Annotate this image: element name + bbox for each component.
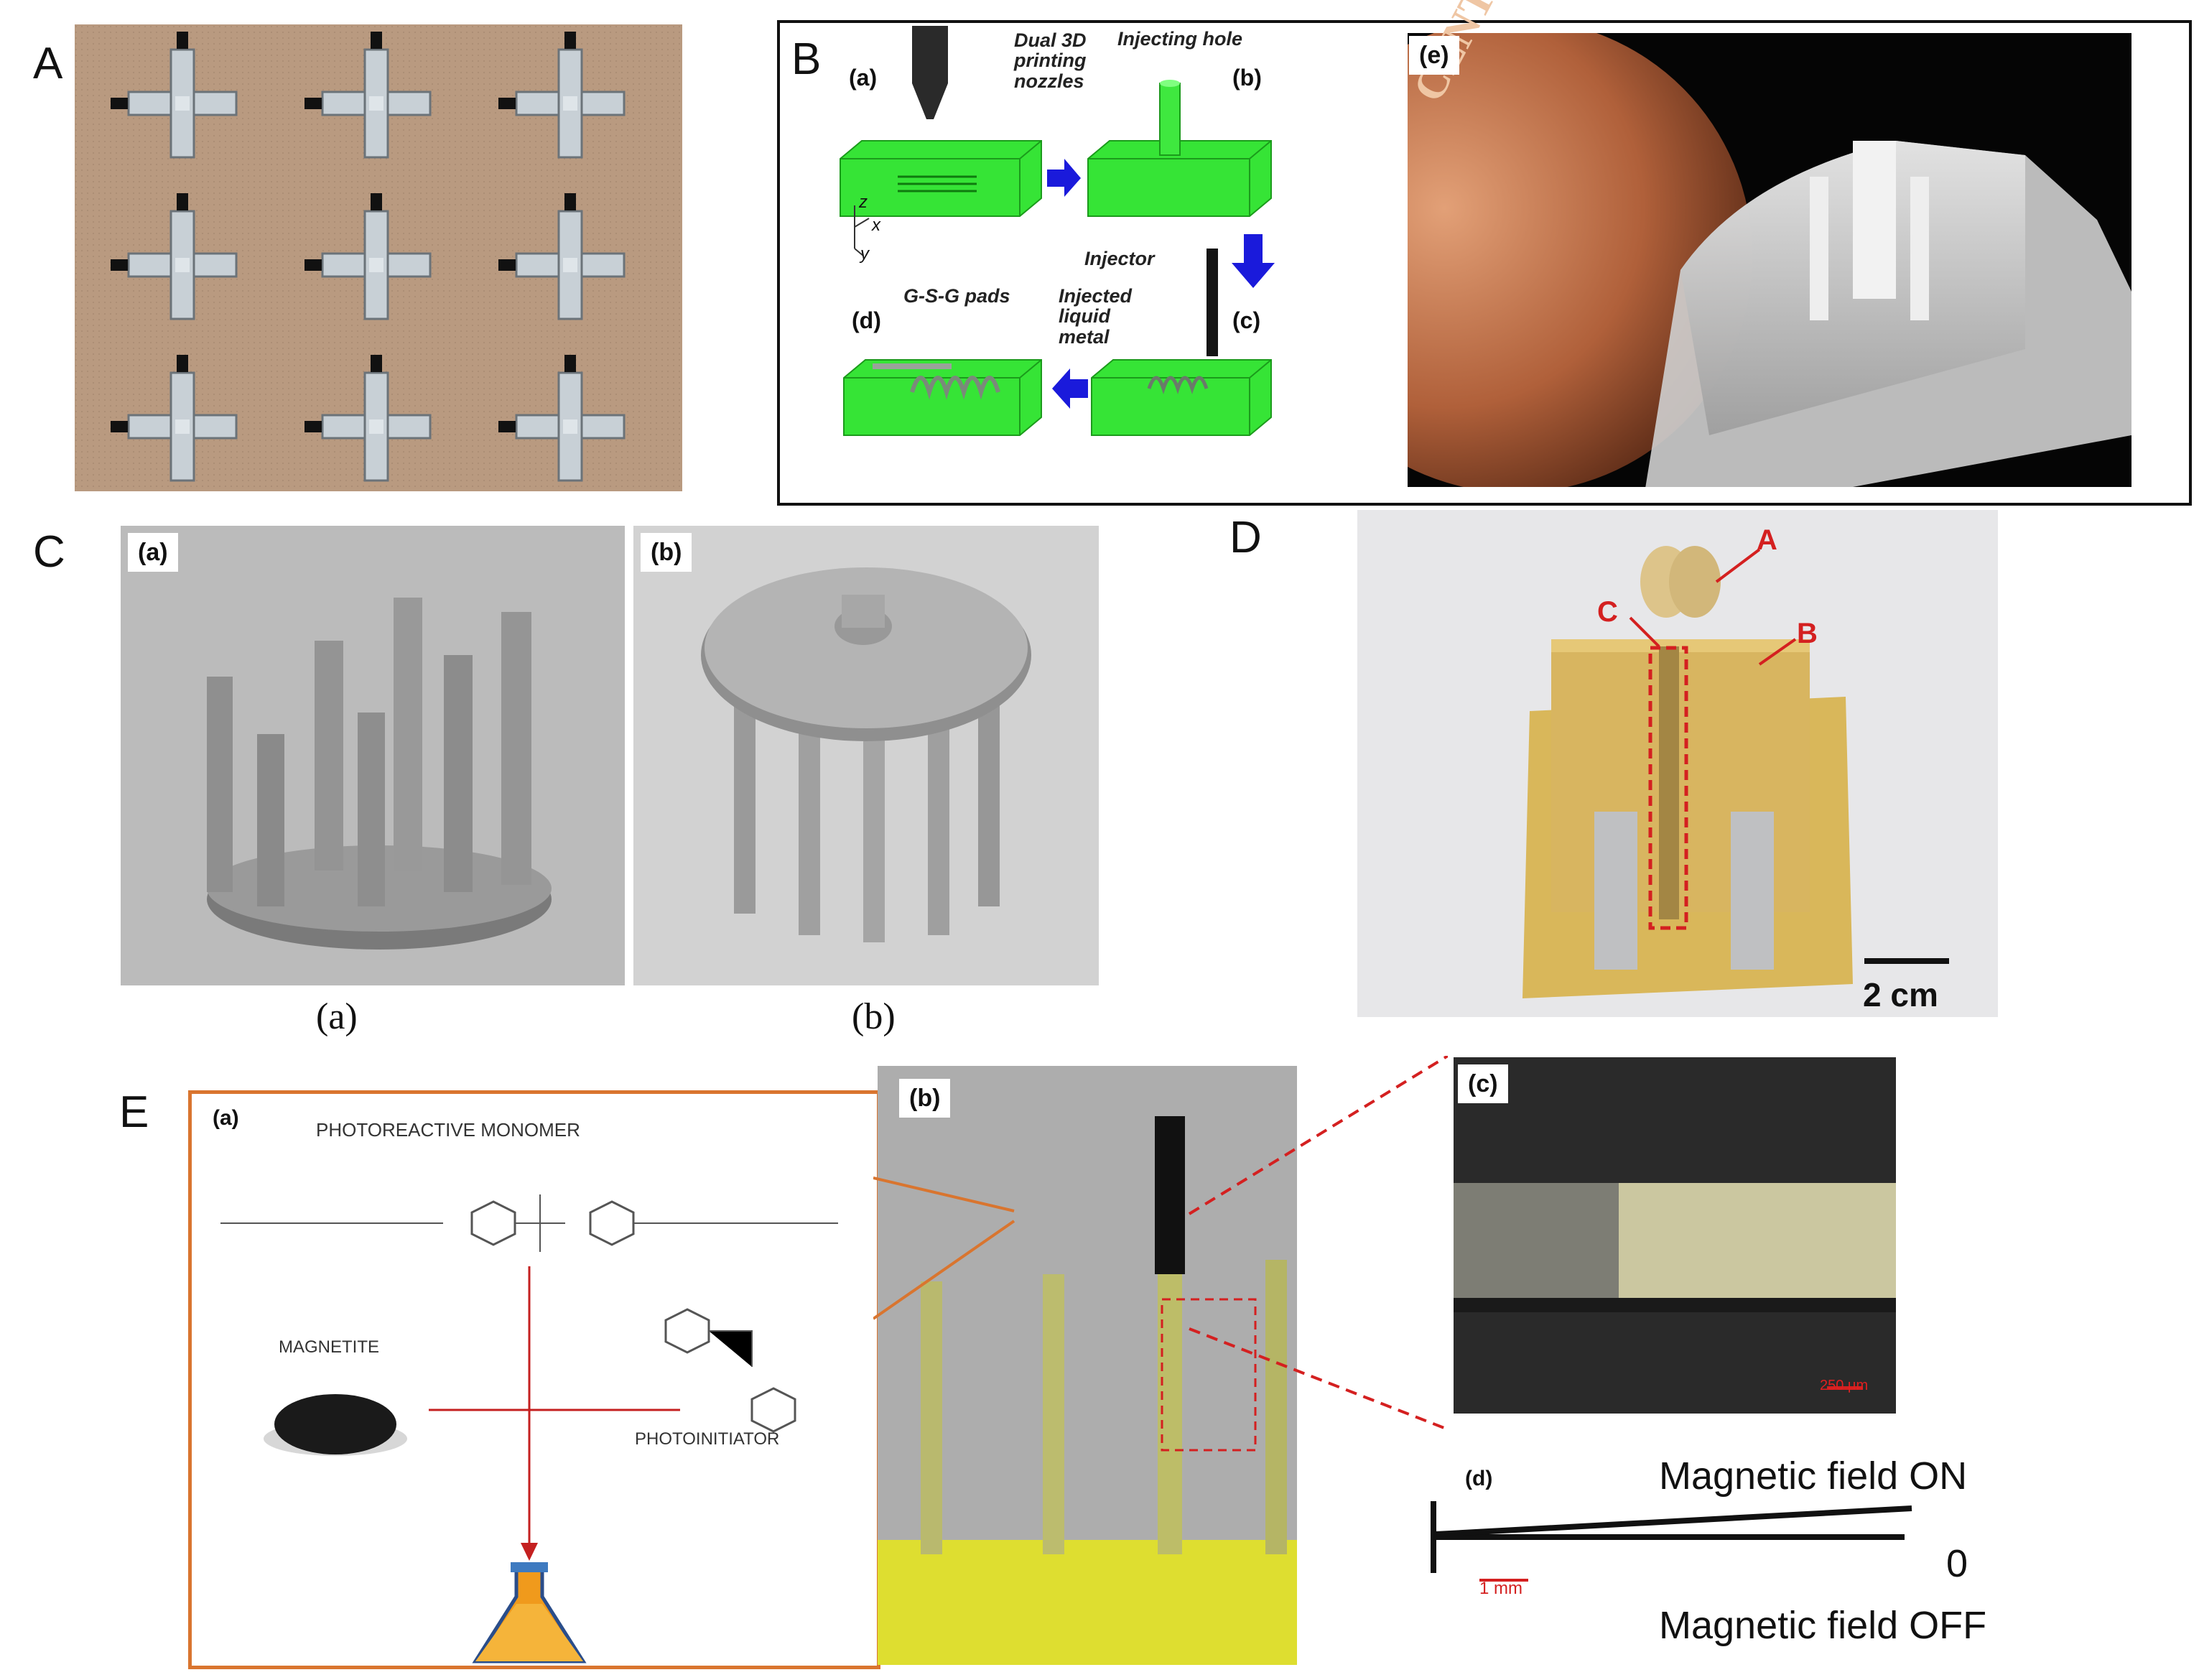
panel-c-a-tag: (a) (128, 533, 178, 572)
panel-b-frame (777, 20, 2192, 506)
panel-e-d-deflection-drawing (1431, 1501, 1912, 1582)
panel-c-caption-b: (b) (852, 996, 896, 1037)
label-zero-deflection: 0 (1946, 1542, 1968, 1585)
panel-e-c-photo-micrograph (1454, 1057, 1896, 1414)
panel-b-sub-c: (c) (1232, 307, 1261, 333)
panel-d-photo-gold-device (1357, 510, 1998, 1017)
panel-e-c-tag: (c) (1458, 1064, 1508, 1103)
panel-c-caption-a: (a) (316, 996, 358, 1037)
label-magnetic-field-on: Magnetic field ON (1659, 1454, 1968, 1498)
marker-a: A (1757, 524, 1777, 556)
label-injecting-hole: Injecting hole (1117, 28, 1243, 50)
axis-x-label: x (872, 215, 880, 235)
panel-b-sub-a: (a) (849, 65, 878, 91)
axis-y-label: y (860, 244, 869, 264)
marker-c: C (1597, 596, 1618, 628)
panel-b-schematic (833, 26, 1278, 486)
panel-d-scale-label: 2 cm (1863, 976, 1938, 1013)
label-magnetite: MAGNETITE (279, 1337, 380, 1357)
marker-b: B (1797, 618, 1818, 649)
panel-b-sub-d: (d) (852, 307, 881, 333)
panel-c-label: C (33, 527, 65, 577)
panel-b-label: B (791, 34, 822, 84)
panel-a-label: A (33, 39, 63, 88)
panel-e-a-box (188, 1090, 880, 1669)
panel-b-e-tag: (e) (1409, 36, 1459, 75)
label-photoreactive-monomer: PHOTOREACTIVE MONOMER (316, 1119, 580, 1141)
label-injected-liquid-metal: Injected liquid metal (1059, 285, 1133, 348)
panel-c-a-photo-pins (121, 526, 625, 985)
panel-d-label: D (1229, 513, 1262, 562)
panel-e-a-tag: (a) (213, 1106, 239, 1130)
panel-e-d-tag: (d) (1465, 1467, 1493, 1490)
panel-b-e-photo-device (1408, 33, 2131, 487)
label-dual-nozzles: Dual 3D printing nozzles (1014, 29, 1087, 92)
axis-z-label: z (859, 192, 868, 212)
panel-b-sub-b: (b) (1232, 65, 1262, 91)
panel-c-b-photo-cap (633, 526, 1099, 985)
panel-a-photo-lattice (75, 24, 682, 491)
panel-e-label: E (119, 1087, 149, 1137)
panel-c-b-tag: (b) (641, 533, 692, 572)
panel-e-d-scale-label: 1 mm (1479, 1579, 1522, 1598)
label-photoinitiator: PHOTOINITIATOR (635, 1429, 780, 1449)
label-gsg-pads: G-S-G pads (903, 285, 1010, 307)
label-magnetic-field-off: Magnetic field OFF (1659, 1604, 1987, 1647)
label-injector: Injector (1084, 248, 1155, 269)
panel-e-connector-lines (873, 1056, 1448, 1429)
panel-e-b-tag: (b) (899, 1079, 951, 1118)
panel-e-c-scale-label: 250 μm (1820, 1378, 1869, 1393)
panel-e-b-photo-rods (878, 1066, 1297, 1665)
